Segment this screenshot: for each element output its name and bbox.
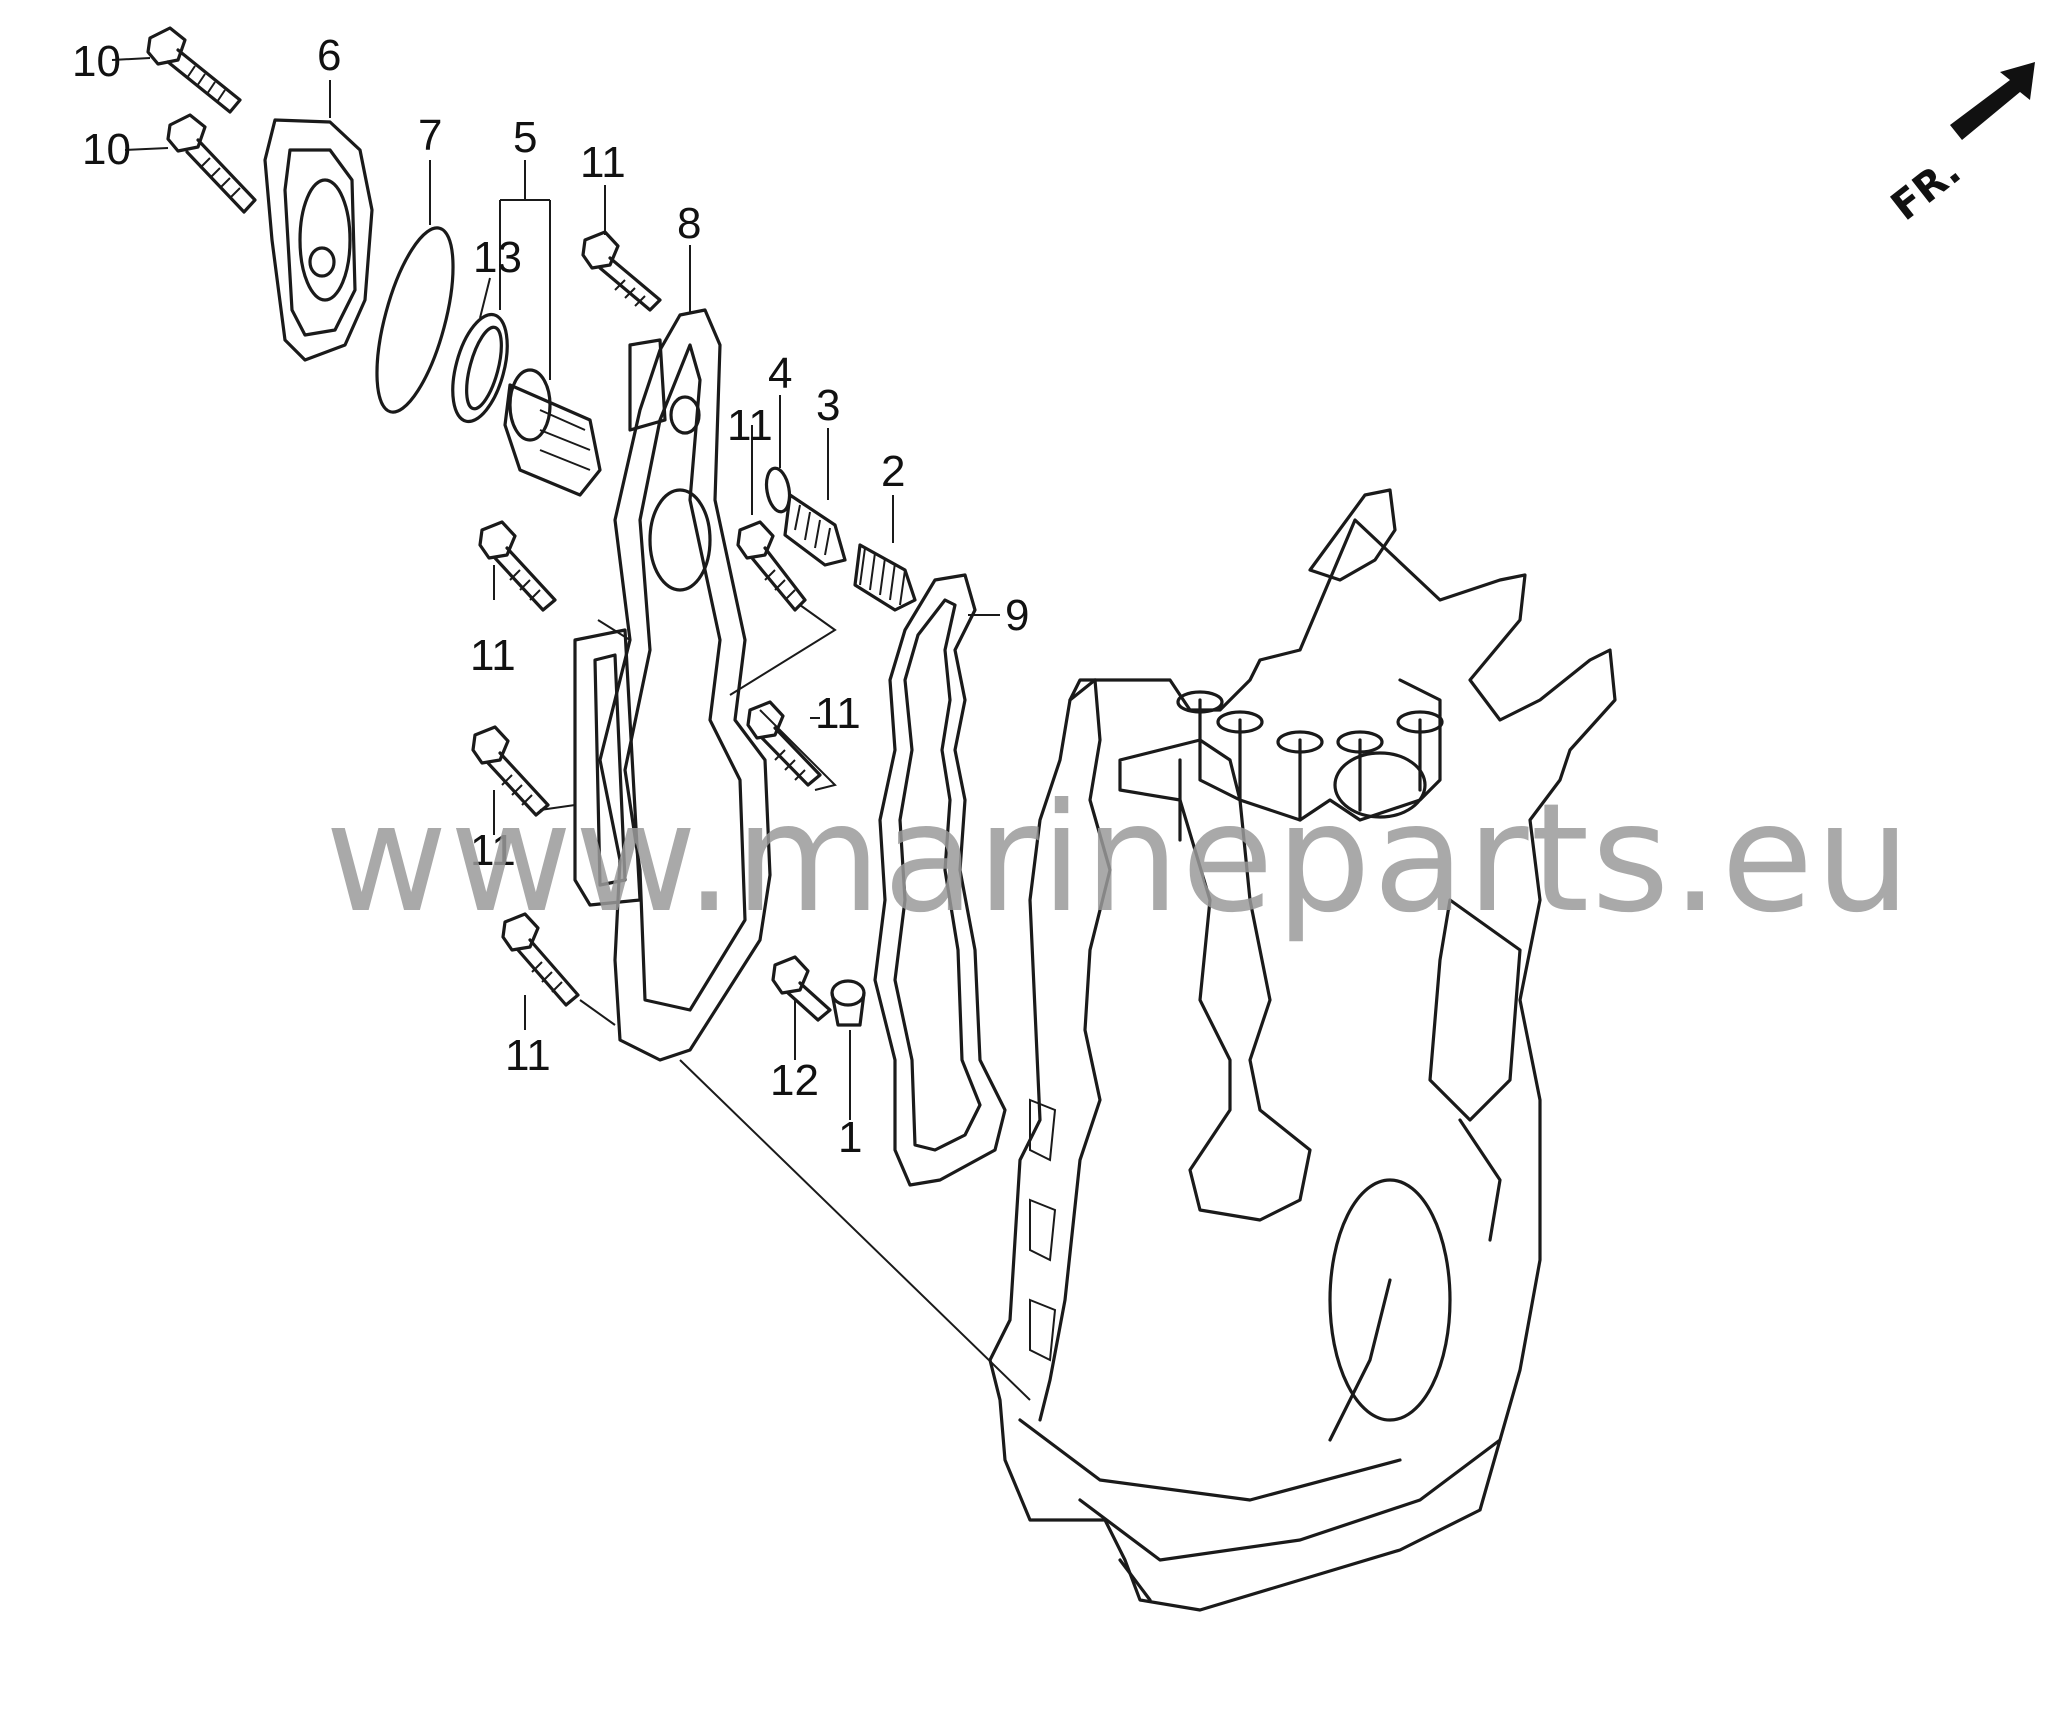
leader-lines	[111, 57, 1031, 1401]
thermostat-5	[503, 368, 602, 497]
callout-12: 12	[770, 1056, 819, 1105]
callout-11-left-lower: 11	[505, 1031, 551, 1080]
relief-valve-3	[783, 493, 847, 567]
callout-7: 7	[418, 111, 442, 160]
bolt-11-left-a	[478, 520, 557, 612]
callout-10-lower: 10	[82, 125, 131, 174]
callout-9: 9	[1005, 591, 1029, 640]
bolt-10-lower	[166, 113, 257, 214]
cap-1	[830, 979, 866, 1027]
bolt-11-mid-a	[736, 520, 807, 612]
watermark-text: www.marineparts.eu	[325, 772, 1913, 946]
callout-10-upper: 10	[72, 37, 121, 86]
callout-11-upper-mid: 11	[727, 401, 773, 450]
thermostat-cover-6	[263, 118, 374, 362]
callout-1: 1	[838, 1113, 862, 1162]
callout-11-left-mid: 11	[470, 826, 516, 875]
callout-11-top: 11	[580, 138, 626, 187]
callout-3: 3	[816, 381, 840, 430]
bolt-10-upper	[146, 26, 242, 114]
fr-label: FR.	[1883, 148, 1970, 230]
spring-2	[853, 543, 917, 612]
callout-8: 8	[677, 199, 701, 248]
bolt-11-left-c	[501, 912, 580, 1007]
bolt-11-top	[581, 230, 662, 312]
callout-13: 13	[473, 233, 522, 282]
engine-block	[988, 488, 1617, 1612]
callout-5: 5	[513, 113, 537, 162]
o-ring-7	[375, 226, 455, 414]
washer-4	[764, 466, 792, 514]
bolt-12	[771, 955, 832, 1022]
seal-ring-13	[451, 312, 509, 424]
callout-2: 2	[881, 447, 905, 496]
callout-11-left-upper: 11	[470, 631, 516, 680]
bolt-11-left-b	[471, 725, 550, 817]
callout-11-mid: 11	[815, 689, 861, 738]
gasket-9	[873, 573, 1007, 1187]
bolt-11-mid-b	[746, 700, 822, 787]
callout-4: 4	[768, 349, 792, 398]
callout-labels: 10 10 6 7 5 13 11 8 4 3 11 2 9 11 11 11 …	[72, 31, 1029, 1162]
callout-6: 6	[317, 31, 341, 80]
front-direction-arrow-icon: FR.	[1883, 62, 2035, 230]
